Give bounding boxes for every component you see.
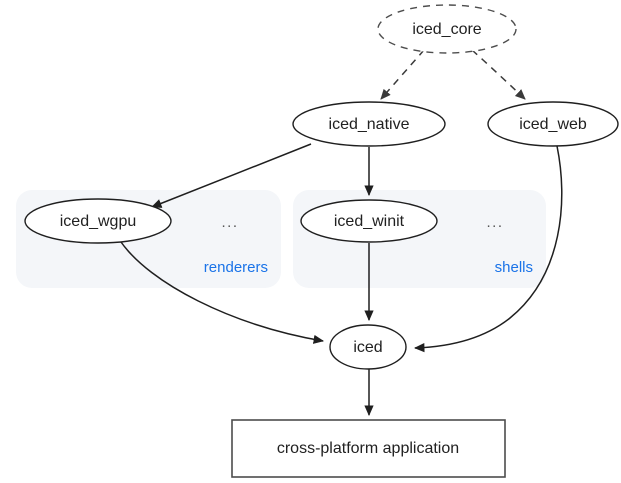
- node-iced-web[interactable]: iced_web: [487, 101, 619, 147]
- edge-iced-native-to-iced-wgpu: [151, 143, 312, 208]
- iced-core-label: iced_core: [412, 21, 481, 38]
- renderers-ellipsis: ...: [221, 214, 238, 231]
- iced-winit-label: iced_winit: [334, 213, 405, 230]
- iced-wgpu-label: iced_wgpu: [60, 213, 137, 230]
- iced-web-ellipse: [487, 101, 619, 147]
- iced-label: iced: [353, 339, 382, 356]
- iced-ellipse: [329, 324, 407, 370]
- node-application[interactable]: cross-platform application: [231, 419, 506, 478]
- edge-iced-core-to-iced-native: [380, 49, 425, 100]
- iced-winit-ellipse: [300, 199, 438, 243]
- application-label: cross-platform application: [277, 440, 459, 457]
- iced-native-label: iced_native: [329, 116, 410, 133]
- node-iced[interactable]: iced: [329, 324, 407, 370]
- edge-iced-web-to-iced: [413, 145, 563, 353]
- iced-wgpu-ellipse: [24, 198, 172, 244]
- node-iced-native[interactable]: iced_native: [292, 101, 446, 147]
- node-iced-winit[interactable]: iced_winit: [300, 199, 438, 243]
- node-iced-core[interactable]: iced_core: [377, 4, 517, 54]
- application-rect: [231, 419, 506, 478]
- iced-core-ellipse: [377, 4, 517, 54]
- node-iced-wgpu[interactable]: iced_wgpu: [24, 198, 172, 244]
- cluster-label-renderers: renderers: [204, 259, 268, 276]
- iced-web-label: iced_web: [519, 116, 587, 133]
- edge-iced-wgpu-to-iced: [120, 241, 325, 344]
- cluster-label-shells: shells: [495, 259, 533, 276]
- iced-native-ellipse: [292, 101, 446, 147]
- shells-ellipsis: ...: [486, 214, 503, 231]
- edge-iced-core-to-iced-web: [471, 49, 526, 100]
